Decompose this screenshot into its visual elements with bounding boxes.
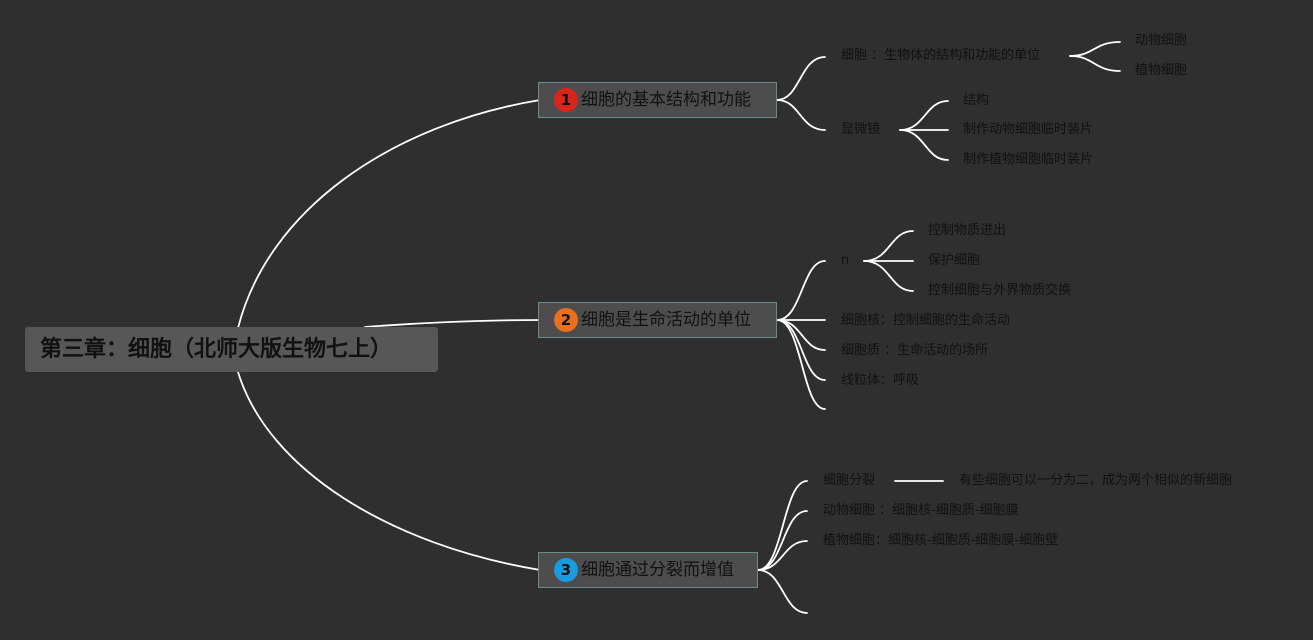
topic-number-badge: 3	[554, 558, 578, 582]
connector-t2-c1	[776, 260, 826, 321]
subtopic-node[interactable]: 植物细胞：细胞核-细胞质-细胞膜-细胞壁	[823, 533, 1059, 548]
leaf-node[interactable]: 动物细胞	[1135, 33, 1188, 48]
connector-root-topic3	[237, 371, 541, 571]
topic-title: 细胞是生命活动的单位	[581, 310, 751, 330]
subtopic-node[interactable]: 动物细胞 ：细胞核-细胞质-细胞膜	[823, 503, 1019, 518]
connector-t3-c1	[757, 480, 808, 571]
topic-title: 细胞通过分裂而增值	[581, 560, 734, 580]
connector-t2c1-g1	[863, 230, 914, 262]
connector-t2-c5	[776, 319, 826, 410]
connector-t3-c2	[757, 510, 808, 571]
connector-t1c2-g3	[899, 129, 949, 161]
root-node[interactable]: 第三章：细胞（北师大版生物七上）	[25, 327, 438, 372]
subtopic-node[interactable]: 细胞质 ：生命活动的场所	[841, 343, 989, 358]
subtopic-node[interactable]: 显微镜	[841, 122, 881, 137]
subtopic-node[interactable]: 线粒体：呼吸	[841, 373, 920, 388]
topic-node-1[interactable]: 1 细胞的基本结构和功能	[538, 82, 777, 118]
connector-t3-c3	[757, 540, 808, 571]
connector-t2-c4	[776, 319, 826, 381]
leaf-node[interactable]: 结构	[963, 93, 990, 108]
connector-root-topic1	[237, 99, 541, 329]
connector-t2-c3	[776, 319, 826, 351]
connector-root-topic2	[364, 319, 541, 328]
connector-t1-c1	[776, 56, 826, 101]
connector-t1c1-g1	[1069, 41, 1121, 57]
leaf-node[interactable]: 植物细胞	[1135, 63, 1188, 78]
topic-number-badge: 2	[554, 308, 578, 332]
leaf-node[interactable]: 制作植物细胞临时装片	[963, 152, 1094, 167]
connector-t1c1-g2	[1069, 55, 1121, 72]
connector-t3-c4	[757, 569, 808, 614]
subtopic-node[interactable]: 细胞核：控制细胞的生命活动	[841, 313, 1011, 328]
connector-t1c2-g1	[899, 100, 949, 131]
topic-node-3[interactable]: 3 细胞通过分裂而增值	[538, 552, 758, 588]
subtopic-node[interactable]: 细胞分裂	[823, 473, 876, 488]
leaf-node[interactable]: 制作动物细胞临时装片	[963, 122, 1094, 137]
leaf-node[interactable]: 有些细胞可以一分为二，成为两个相似的新细胞	[959, 473, 1233, 488]
root-title: 第三章：细胞（北师大版生物七上）	[40, 337, 393, 362]
subtopic-node[interactable]: n	[841, 253, 850, 268]
connector-t2c1-g3	[863, 260, 914, 292]
leaf-node[interactable]: 控制物质进出	[928, 223, 1007, 238]
topic-title: 细胞的基本结构和功能	[581, 90, 751, 110]
topic-node-2[interactable]: 2 细胞是生命活动的单位	[538, 302, 777, 338]
leaf-node[interactable]: 保护细胞	[928, 253, 981, 268]
leaf-node[interactable]: 控制细胞与外界物质交换	[928, 283, 1072, 298]
topic-number-badge: 1	[554, 88, 578, 112]
subtopic-node[interactable]: 细胞 ：生物体的结构和功能的单位	[841, 48, 1041, 63]
connector-t1-c2	[776, 99, 826, 131]
